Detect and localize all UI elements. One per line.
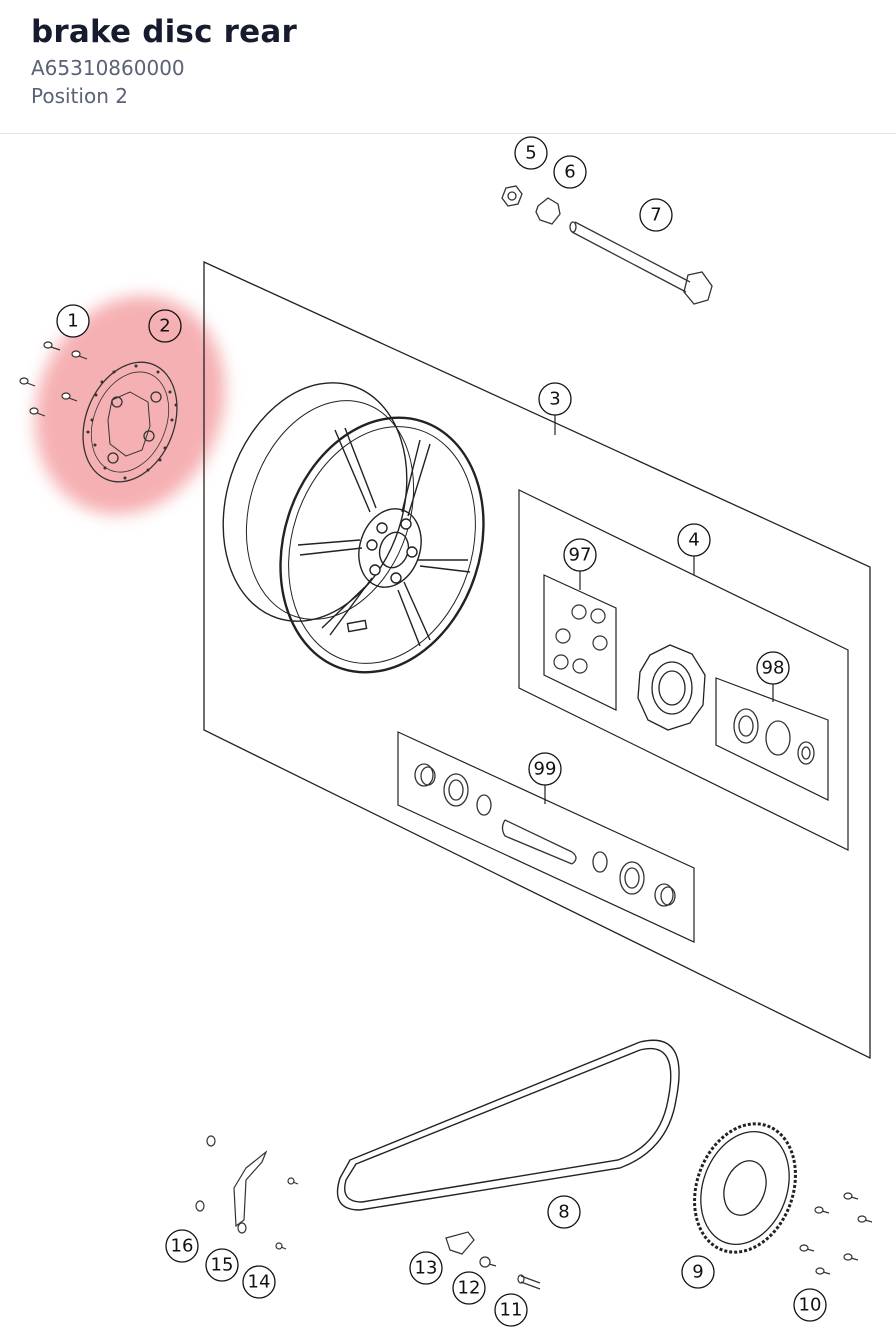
- axle-parts[interactable]: [501, 185, 713, 305]
- page-header: brake disc rear A65310860000 Position 2: [0, 0, 896, 134]
- exploded-parts-diagram: 1 2 3 4 5 6 7 8 9 10 11 12 13 14 15 16 9…: [19, 136, 873, 1327]
- part-number: A65310860000: [31, 56, 185, 80]
- callout-9-label: 9: [692, 1262, 703, 1283]
- callout-2[interactable]: [148, 309, 182, 343]
- callout-11-label: 11: [500, 1300, 523, 1321]
- bearing-set-97[interactable]: [553, 604, 608, 674]
- callout-1-label: 1: [67, 311, 78, 332]
- callout-97[interactable]: [563, 538, 597, 572]
- sprocket-bolts[interactable]: [799, 1192, 873, 1275]
- callout-13[interactable]: [409, 1251, 443, 1285]
- callout-14[interactable]: [242, 1265, 276, 1299]
- disc-screws[interactable]: [19, 341, 88, 417]
- bearing-set-97-frame: [543, 574, 617, 711]
- callout-2-label: 2: [159, 316, 170, 337]
- rear-wheel[interactable]: [194, 359, 516, 699]
- callout-13-label: 13: [415, 1258, 438, 1279]
- rear-sprocket[interactable]: [677, 1110, 812, 1267]
- callout-9[interactable]: [681, 1255, 715, 1289]
- callout-8[interactable]: [547, 1195, 581, 1229]
- part-title: brake disc rear: [31, 14, 297, 50]
- callout-12-label: 12: [458, 1278, 481, 1299]
- callout-98-label: 98: [762, 658, 785, 679]
- callout-97-label: 97: [569, 545, 592, 566]
- callout-15-label: 15: [211, 1255, 234, 1276]
- callout-7[interactable]: [639, 198, 673, 232]
- bracket-parts[interactable]: [195, 1135, 299, 1250]
- callout-16[interactable]: [165, 1229, 199, 1263]
- callout-12[interactable]: [452, 1271, 486, 1305]
- spacer-set-99[interactable]: [414, 763, 676, 907]
- callout-8-label: 8: [558, 1202, 569, 1223]
- callout-3-label: 3: [549, 389, 560, 410]
- drive-belt[interactable]: [336, 1039, 680, 1211]
- callout-7-label: 7: [650, 205, 661, 226]
- wheel-assembly-frame: [203, 260, 871, 1060]
- part-position: Position 2: [31, 84, 128, 108]
- callout-4-label: 4: [688, 530, 699, 551]
- callout-15[interactable]: [205, 1248, 239, 1282]
- bearing-set-98-frame: [715, 677, 829, 801]
- callout-10[interactable]: [793, 1288, 827, 1322]
- callout-99-label: 99: [534, 759, 557, 780]
- callout-3[interactable]: [538, 382, 572, 416]
- callout-6[interactable]: [553, 155, 587, 189]
- callout-10-label: 10: [799, 1295, 822, 1316]
- callout-1[interactable]: [56, 304, 90, 338]
- sprocket-carrier[interactable]: [637, 644, 706, 731]
- callout-4[interactable]: [677, 523, 711, 557]
- brake-disc[interactable]: [66, 348, 194, 496]
- bearing-set-98[interactable]: [733, 708, 815, 765]
- hub-kit-frame: [518, 489, 849, 851]
- callout-98[interactable]: [756, 651, 790, 685]
- callout-6-label: 6: [564, 162, 575, 183]
- callout-99[interactable]: [528, 752, 562, 786]
- callout-5[interactable]: [514, 136, 548, 170]
- callout-14-label: 14: [248, 1272, 271, 1293]
- brake-disc-highlight: [34, 295, 226, 515]
- belt-guard-parts[interactable]: [445, 1231, 541, 1290]
- spacer-set-99-frame: [397, 731, 695, 943]
- callout-11[interactable]: [494, 1293, 528, 1327]
- callout-5-label: 5: [525, 143, 536, 164]
- callout-16-label: 16: [171, 1236, 194, 1257]
